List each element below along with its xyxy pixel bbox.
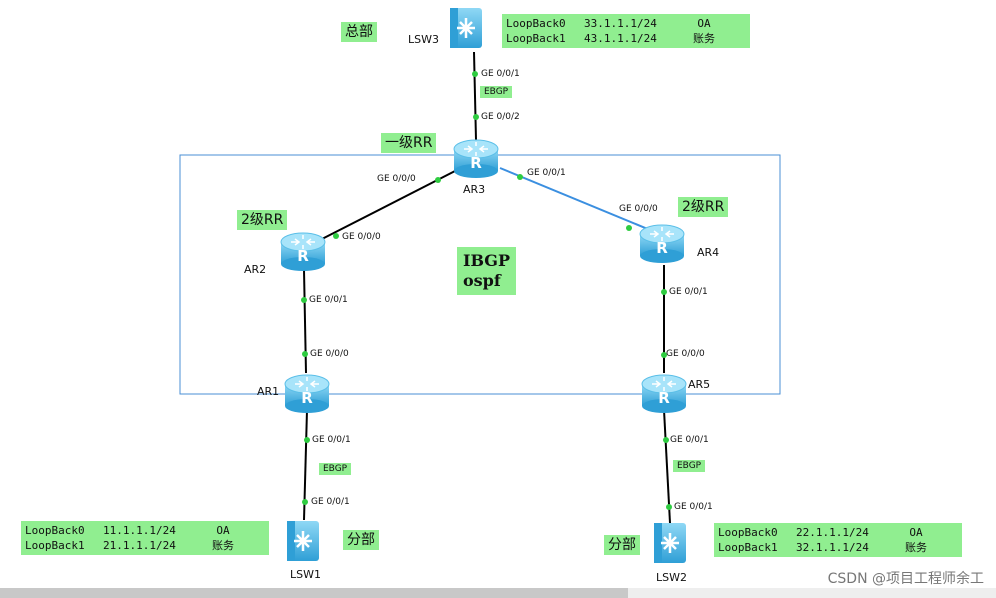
ar2-label: AR2 xyxy=(244,263,267,276)
port-label-ar1-up: GE 0/0/0 xyxy=(310,349,349,359)
loopback-table-lsw3: LoopBack0 33.1.1.1/24 OA LoopBack1 43.1.… xyxy=(502,14,750,48)
ar1-router-icon[interactable] xyxy=(284,374,330,414)
lsw2-switch-icon[interactable] xyxy=(652,521,688,565)
loopback-ip: 11.1.1.1/24 xyxy=(103,524,176,537)
lsw3-label: LSW3 xyxy=(408,33,439,46)
loopback-desc: OA xyxy=(216,524,230,537)
tag-rr-level1: 一级RR xyxy=(381,133,437,153)
link-ar3-ar4 xyxy=(499,167,656,233)
tag-rr-level2-right: 2级RR xyxy=(678,197,729,217)
lsw2-label: LSW2 xyxy=(656,571,687,584)
loopback-row: LoopBack1 21.1.1.1/24 账务 xyxy=(25,538,265,553)
watermark: CSDN @项目工程师余工 xyxy=(827,571,984,587)
port-label-ar5-down: GE 0/0/1 xyxy=(670,435,709,445)
loopback-ip: 33.1.1.1/24 xyxy=(584,17,657,30)
loopback-row: LoopBack0 33.1.1.1/24 OA xyxy=(506,16,746,31)
ar3-router-icon[interactable] xyxy=(453,139,499,179)
tag-branch-left: 分部 xyxy=(343,530,379,550)
loopback-row: LoopBack0 22.1.1.1/24 OA xyxy=(718,525,958,540)
loopback-row: LoopBack1 43.1.1.1/24 账务 xyxy=(506,31,746,46)
port-label-ar3-up: GE 0/0/2 xyxy=(481,112,520,122)
loopback-row: LoopBack1 32.1.1.1/24 账务 xyxy=(718,540,958,555)
protocol-ospf: ospf xyxy=(463,271,501,290)
port-label-lsw1-up: GE 0/0/1 xyxy=(311,497,350,507)
loopback-desc: OA xyxy=(909,526,923,539)
loopback-desc: 账务 xyxy=(905,541,927,554)
tag-headquarters: 总部 xyxy=(341,22,377,42)
loopback-ip: 32.1.1.1/24 xyxy=(796,541,869,554)
ar4-label: AR4 xyxy=(697,246,720,259)
port-label-ar3-right: GE 0/0/1 xyxy=(527,168,566,178)
ar4-router-icon[interactable] xyxy=(639,224,685,264)
loopback-table-lsw2: LoopBack0 22.1.1.1/24 OA LoopBack1 32.1.… xyxy=(714,523,962,557)
port-label-ar1-down: GE 0/0/1 xyxy=(312,435,351,445)
loopback-name: LoopBack1 xyxy=(718,541,778,554)
link-ar2-ar1 xyxy=(303,269,307,374)
loopback-desc: OA xyxy=(697,17,711,30)
ar5-router-icon[interactable] xyxy=(641,374,687,414)
loopback-name: LoopBack0 xyxy=(506,17,566,30)
link-ar3-ar2 xyxy=(319,169,458,241)
protocol-box: IBGP ospf xyxy=(457,247,516,295)
port-label-lsw2-up: GE 0/0/1 xyxy=(674,502,713,512)
loopback-ip: 43.1.1.1/24 xyxy=(584,32,657,45)
port-label-lsw3-down: GE 0/0/1 xyxy=(481,69,520,79)
protocol-ibgp: IBGP xyxy=(463,251,510,270)
loopback-ip: 21.1.1.1/24 xyxy=(103,539,176,552)
tag-ebgp-left: EBGP xyxy=(319,463,352,475)
ar3-label: AR3 xyxy=(463,183,486,196)
horizontal-scrollbar-track[interactable] xyxy=(0,588,628,598)
loopback-name: LoopBack1 xyxy=(25,539,85,552)
link-lsw3-ar3 xyxy=(473,51,477,141)
port-label-ar4-down: GE 0/0/1 xyxy=(669,287,708,297)
port-label-ar2-up: GE 0/0/0 xyxy=(342,232,381,242)
port-label-ar2-down: GE 0/0/1 xyxy=(309,295,348,305)
port-label-ar4-up: GE 0/0/0 xyxy=(619,204,658,214)
tag-rr-level2-left: 2级RR xyxy=(237,210,288,230)
tag-ebgp-top: EBGP xyxy=(480,86,513,98)
port-indicators xyxy=(301,71,672,510)
scrollbar-remainder xyxy=(628,588,996,598)
loopback-name: LoopBack1 xyxy=(506,32,566,45)
loopback-table-lsw1: LoopBack0 11.1.1.1/24 OA LoopBack1 21.1.… xyxy=(21,521,269,555)
loopback-name: LoopBack0 xyxy=(25,524,85,537)
loopback-desc: 账务 xyxy=(212,539,234,552)
lsw1-label: LSW1 xyxy=(290,568,321,581)
ar2-router-icon[interactable] xyxy=(280,232,326,272)
ar1-label: AR1 xyxy=(257,385,280,398)
port-label-ar5-up: GE 0/0/0 xyxy=(666,349,705,359)
loopback-ip: 22.1.1.1/24 xyxy=(796,526,869,539)
loopback-row: LoopBack0 11.1.1.1/24 OA xyxy=(25,523,265,538)
loopback-name: LoopBack0 xyxy=(718,526,778,539)
lsw1-switch-icon[interactable] xyxy=(285,519,321,563)
port-label-ar3-left: GE 0/0/0 xyxy=(377,174,416,184)
loopback-desc: 账务 xyxy=(693,32,715,45)
ar5-label: AR5 xyxy=(688,378,711,391)
tag-ebgp-right: EBGP xyxy=(673,460,706,472)
lsw3-switch-icon[interactable] xyxy=(448,6,484,50)
tag-branch-right: 分部 xyxy=(604,535,640,555)
